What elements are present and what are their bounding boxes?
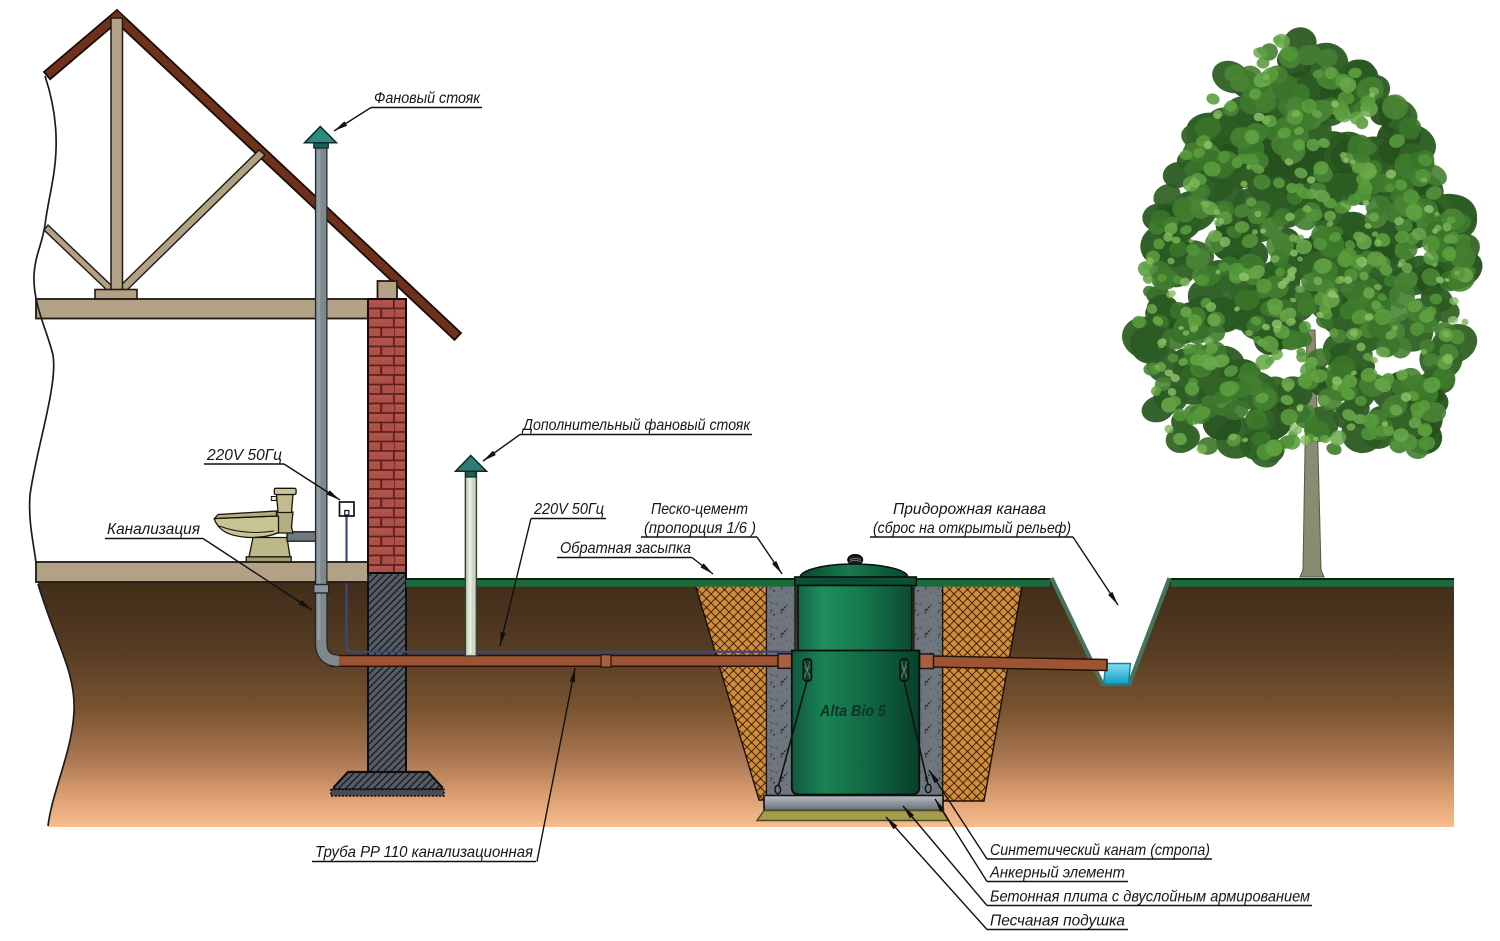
svg-text:(пропорция 1/6 ): (пропорция 1/6 ) <box>644 520 756 537</box>
svg-text:(сброс на открытый рельеф): (сброс на открытый рельеф) <box>873 520 1071 537</box>
svg-text:Канализация: Канализация <box>107 521 200 538</box>
svg-text:Фановый стояк: Фановый стояк <box>374 90 481 107</box>
svg-text:Alta Bio 5: Alta Bio 5 <box>819 703 887 720</box>
svg-text:Синтетический канат (стропа): Синтетический канат (стропа) <box>990 842 1210 859</box>
svg-text:220V 50Гц: 220V 50Гц <box>206 447 282 464</box>
svg-text:220V 50Гц: 220V 50Гц <box>533 501 604 518</box>
svg-text:Дополнительный фановый стояк: Дополнительный фановый стояк <box>521 417 751 434</box>
svg-text:Придорожная канава: Придорожная канава <box>893 501 1046 518</box>
svg-text:Обратная засыпка: Обратная засыпка <box>560 540 691 557</box>
svg-text:Бетонная плита с двуслойным ар: Бетонная плита с двуслойным армированием <box>990 889 1310 906</box>
svg-text:Анкерный элемент: Анкерный элемент <box>989 865 1125 882</box>
svg-text:Труба PP 110 канализационная: Труба PP 110 канализационная <box>315 844 533 861</box>
svg-text:Песко-цемент: Песко-цемент <box>651 501 748 518</box>
svg-text:Песчаная подушка: Песчаная подушка <box>990 913 1125 930</box>
